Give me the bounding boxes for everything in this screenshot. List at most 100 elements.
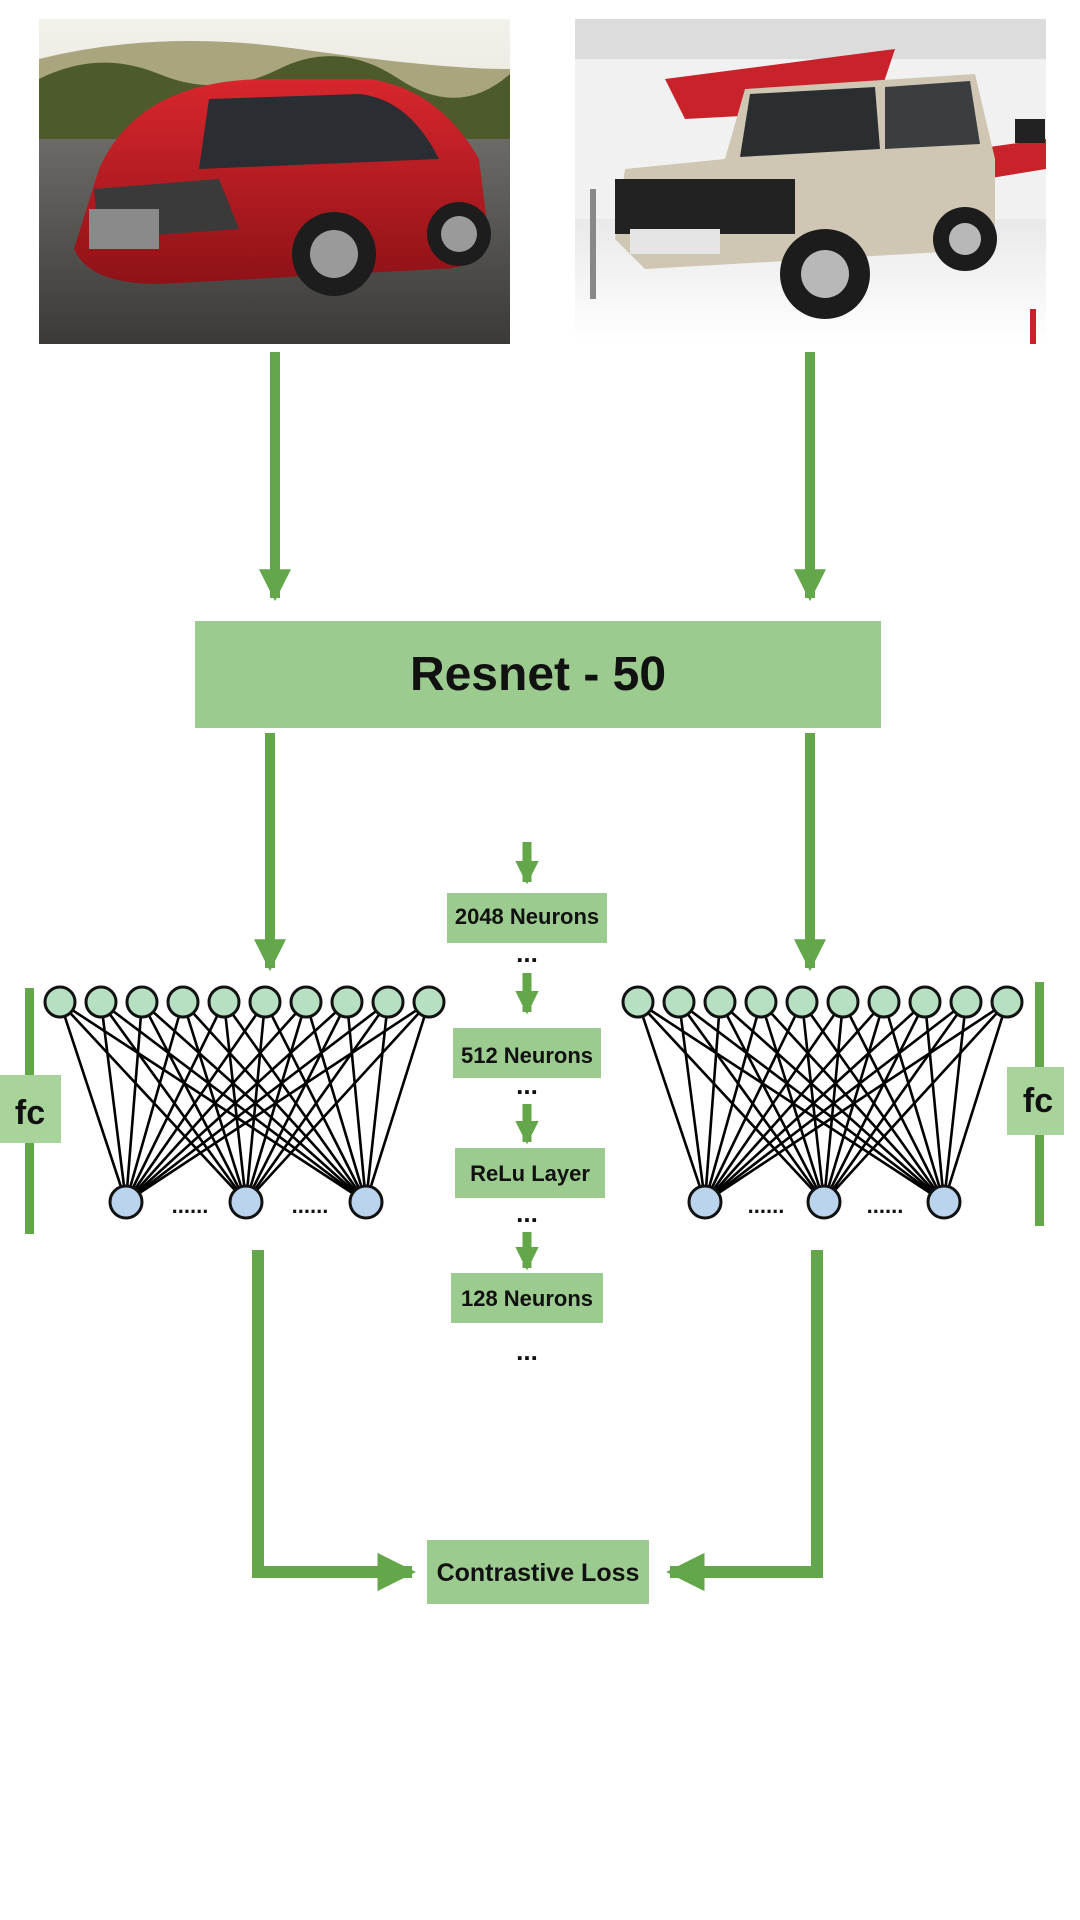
fc-edge (58, 1001, 128, 1203)
input-neuron (166, 985, 200, 1019)
fc-edge (704, 1001, 926, 1203)
fc-bottom-nodes-right (687, 1184, 962, 1220)
input-neuron (248, 985, 282, 1019)
input-neuron (43, 985, 77, 1019)
fc-edge (678, 1000, 945, 1204)
fc-edge (99, 1001, 128, 1203)
fc-edge (125, 1001, 348, 1203)
fc-edge (677, 1001, 707, 1203)
fc-edge (141, 1001, 367, 1203)
fc-edges-left (58, 1000, 431, 1204)
ellipsis-1: ... (516, 938, 538, 968)
fc-edge (59, 1000, 367, 1204)
right-suv-image (575, 19, 1046, 344)
output-neuron (687, 1184, 723, 1220)
layer-label-2048: 2048 Neurons (455, 904, 599, 929)
fc-edge (703, 1001, 722, 1203)
fc-edge (704, 1001, 885, 1203)
input-neuron (207, 985, 241, 1019)
fc-edge (823, 1001, 1008, 1203)
fc-edge (124, 1001, 185, 1203)
input-neuron (867, 985, 901, 1019)
layer-label-512: 512 Neurons (461, 1043, 593, 1068)
fc-edge (636, 1001, 707, 1203)
fc-label-left: fc (15, 1094, 45, 1132)
input-neuron (662, 985, 696, 1019)
layer-box-512 (453, 1028, 601, 1078)
fc-top-nodes-right (621, 985, 1024, 1019)
layer-box-2048 (447, 893, 607, 943)
fc-edge (182, 1001, 367, 1203)
arrow-left-to-loss (252, 1250, 416, 1592)
contrastive-loss-box (427, 1540, 649, 1604)
output-neuron (348, 1184, 384, 1220)
input-neuron (125, 985, 159, 1019)
fc-edge (677, 1001, 826, 1203)
fc-edge (124, 1001, 226, 1203)
fc-edge (59, 1001, 247, 1203)
fc-edge (99, 1001, 248, 1203)
input-neuron (289, 985, 323, 1019)
fc-edge (942, 1001, 1009, 1203)
left-car-image (39, 19, 510, 344)
input-neuron (826, 985, 860, 1019)
input-neuron (84, 985, 118, 1019)
fc-edge (124, 1001, 267, 1203)
resnet-box (195, 621, 881, 728)
input-neuron (744, 985, 778, 1019)
output-neuron (228, 1184, 264, 1220)
fc-label-box-right (1007, 1067, 1064, 1135)
input-neuron (412, 985, 446, 1019)
input-neuron (621, 985, 655, 1019)
input-neuron (908, 985, 942, 1019)
input-neuron (703, 985, 737, 1019)
fc-edges-right (636, 1000, 1009, 1204)
output-neuron (806, 1184, 842, 1220)
dots-left-2: ...... (292, 1193, 329, 1218)
layer-box-relu (455, 1148, 605, 1198)
fc-edge (125, 1000, 430, 1204)
fc-edge (244, 1001, 349, 1203)
fc-network-left: ...... ...... (43, 985, 446, 1220)
input-neuron (785, 985, 819, 1019)
fc-edge (704, 1000, 1008, 1204)
fc-label-right: fc (1023, 1082, 1053, 1120)
input-neuron (330, 985, 364, 1019)
contrastive-loss-label: Contrastive Loss (437, 1559, 640, 1587)
ellipsis-2: ... (516, 1070, 538, 1100)
fc-edge (124, 1001, 144, 1203)
resnet-label: Resnet - 50 (410, 648, 666, 701)
fc-edge (703, 1001, 845, 1203)
fc-edge (718, 1001, 826, 1203)
dots-right-1: ...... (748, 1193, 785, 1218)
layer-label-relu: ReLu Layer (470, 1161, 590, 1186)
fc-edge (923, 1001, 946, 1203)
input-neuron (949, 985, 983, 1019)
fc-edge (637, 1000, 945, 1204)
fc-edge (719, 1001, 945, 1203)
fc-edge (703, 1001, 763, 1203)
fc-edge (704, 1000, 967, 1204)
input-neuron (371, 985, 405, 1019)
arrow-right-to-loss (666, 1250, 823, 1592)
fc-edge (800, 1001, 826, 1203)
ellipsis-4: ... (516, 1336, 538, 1366)
output-neuron (926, 1184, 962, 1220)
layer-box-128 (451, 1273, 603, 1323)
fc-edge (245, 1001, 430, 1203)
fc-edge (364, 1001, 431, 1203)
fc-edge (637, 1001, 825, 1203)
fc-edge (703, 1001, 804, 1203)
fc-edge (759, 1001, 826, 1203)
fc-network-right: ...... ...... (621, 985, 1024, 1220)
fc-bottom-nodes-left (108, 1184, 384, 1220)
fc-edge (125, 1000, 389, 1204)
fc-edge (822, 1001, 927, 1203)
fc-top-nodes-left (43, 985, 446, 1019)
fc-edge (942, 1001, 968, 1203)
fc-edge (800, 1001, 946, 1203)
dots-right-2: ...... (867, 1193, 904, 1218)
fc-edge (364, 1001, 390, 1203)
fc-edge (244, 1001, 390, 1203)
fc-label-box-left (0, 1075, 61, 1143)
